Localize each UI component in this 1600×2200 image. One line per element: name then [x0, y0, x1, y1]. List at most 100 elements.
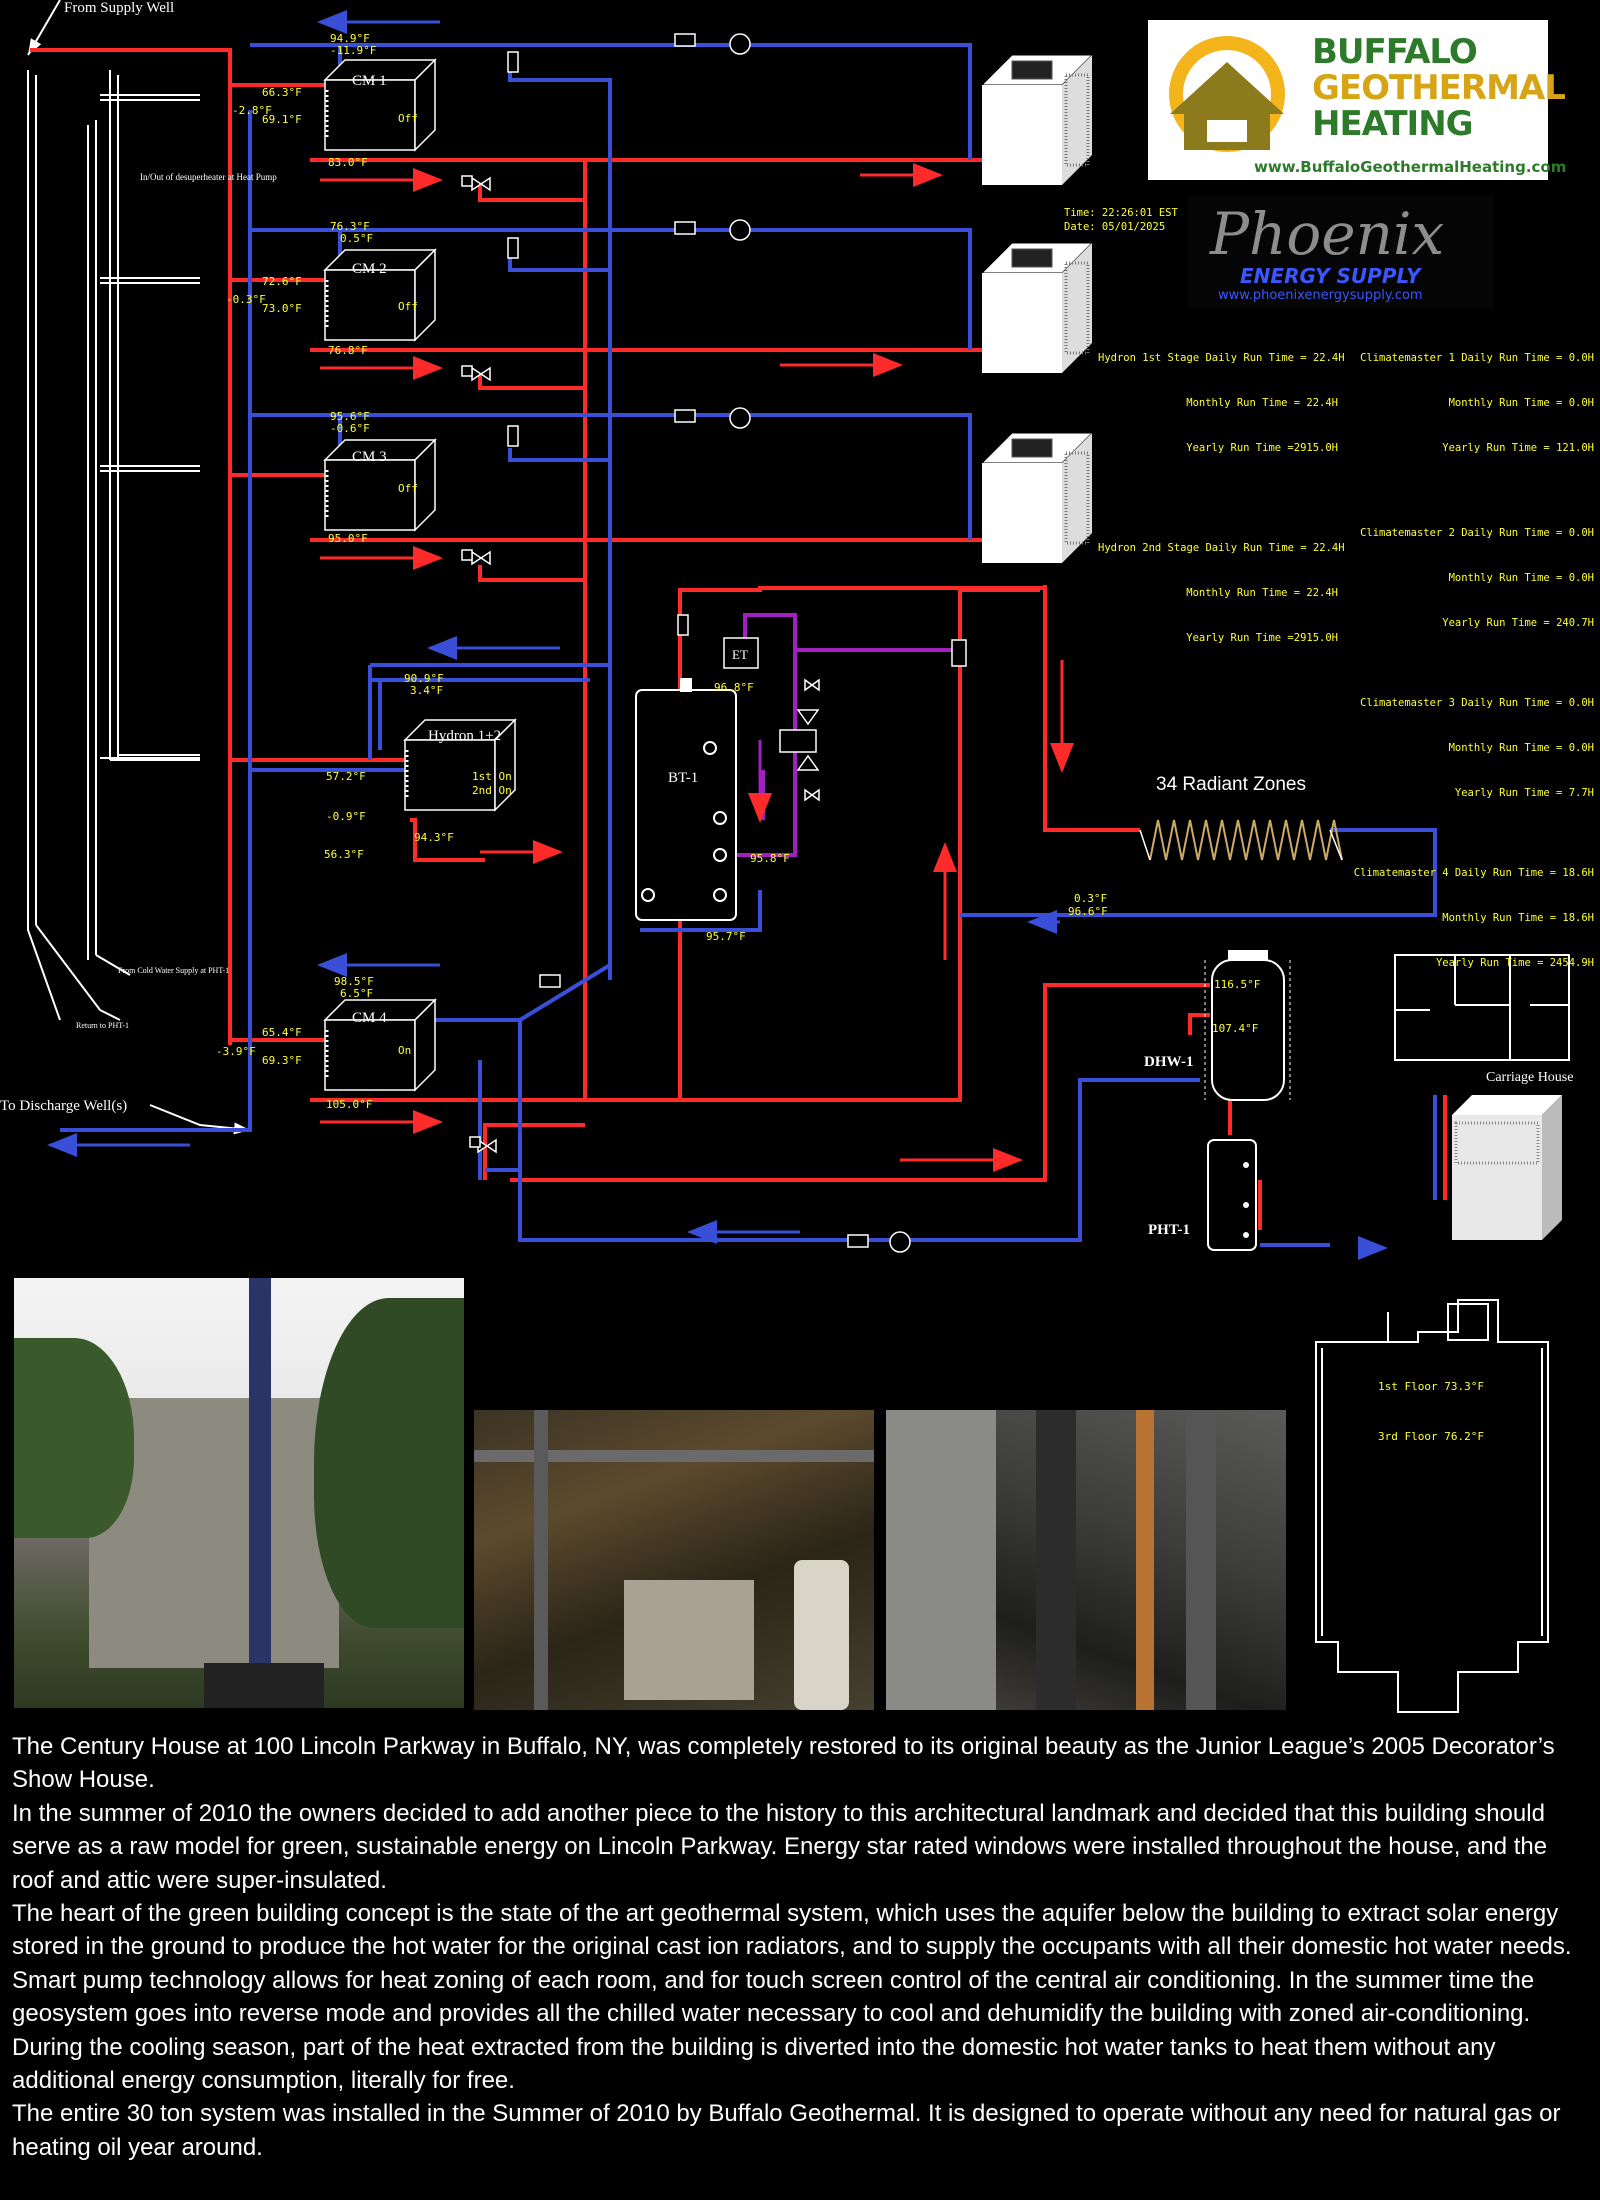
cold-supply-label: From Cold Water Supply at PHT-1: [118, 966, 229, 975]
status-time: Time: 22:26:01 EST: [1064, 207, 1178, 219]
carriage-house-plan: [1394, 954, 1570, 1061]
monthly-label: Monthly Run Time =: [1186, 587, 1301, 599]
return-pht-label: Return to PHT-1: [76, 1021, 129, 1030]
hydron1-label: Hydron 1st Stage Daily Run Time =: [1098, 352, 1307, 364]
cm4-temp-top1: 98.5°F: [334, 975, 374, 988]
cm3-temp-top2: -0.6°F: [330, 422, 370, 435]
buffalo-logo-line1: BUFFALO: [1312, 32, 1478, 72]
bt1-temp-mid: 95.8°F: [750, 852, 790, 865]
cm4-rt-label: Climatemaster 4 Daily Run Time =: [1353, 867, 1557, 879]
floor1-temp: 1st Floor 73.3°F: [1378, 1380, 1484, 1393]
mechanical-room-photo-2: [886, 1410, 1286, 1710]
monthly-label: Monthly Run Time =: [1448, 742, 1563, 754]
bt1-label: BT-1: [668, 770, 698, 786]
bt1-temp-top: 96.8°F: [714, 681, 754, 694]
expansion-tank: [723, 637, 759, 669]
pipe-vertical: [1036, 1410, 1076, 1710]
cm1-label: CM 1: [352, 73, 387, 89]
cm1-temp-top2: -11.9°F: [330, 44, 376, 57]
cm1-rt-daily: 0.0H: [1568, 352, 1594, 364]
cm4-temp-top2: 6.5°F: [340, 987, 373, 1000]
cm2-temp-left: -0.3°F: [226, 293, 266, 306]
metal-panel: [886, 1410, 996, 1710]
pht-label: PHT-1: [1148, 1222, 1190, 1238]
hydron2-label: Hydron 2nd Stage Daily Run Time =: [1098, 542, 1307, 554]
cm2-rt-daily: 0.0H: [1568, 527, 1594, 539]
cm4-temp-out: 105.0°F: [326, 1098, 372, 1111]
hydron-temp-top1: 90.9°F: [404, 672, 444, 685]
dhw-temp-mid: 107.4°F: [1212, 1022, 1258, 1035]
discharge-well-label: To Discharge Well(s): [0, 1098, 127, 1114]
cm1-temp-in1: 66.3°F: [262, 86, 302, 99]
drill-rig-base: [204, 1663, 324, 1708]
hydron2-daily: 22.4H: [1312, 542, 1345, 554]
bt1-temp-bot: 95.7°F: [706, 930, 746, 943]
buffalo-url[interactable]: www.BuffaloGeothermalHeating.com: [1254, 158, 1567, 176]
cm2-rt-monthly: 0.0H: [1568, 572, 1594, 584]
pipe: [474, 1450, 874, 1462]
cm1-temp-left: -2.8°F: [232, 104, 272, 117]
description-paragraph: The heart of the green building concept …: [12, 1900, 1572, 2095]
hydron-temp-out: 94.3°F: [414, 831, 454, 844]
drill-mast: [249, 1278, 271, 1678]
copper-pipe: [1136, 1410, 1154, 1710]
cm3-rt-label: Climatemaster 3 Daily Run Time =: [1360, 697, 1563, 709]
sun-house-icon: [1169, 36, 1285, 152]
cm-runtime-block: Climatemaster 1 Daily Run Time = 0.0H Mo…: [1352, 321, 1594, 986]
description-text: The Century House at 100 Lincoln Parkway…: [12, 1730, 1592, 2164]
supply-well-label: From Supply Well: [64, 0, 174, 16]
hydron1-daily: 22.4H: [1312, 352, 1345, 364]
supply-piping-red: [30, 48, 1447, 1230]
cm3-temp-top1: 95.6°F: [330, 410, 370, 423]
et-label: ET: [732, 647, 748, 662]
cm2-temp-top1: 76.3°F: [330, 220, 370, 233]
cm2-temp-out: 76.8°F: [328, 344, 368, 357]
hydron-runtime-block: Hydron 1st Stage Daily Run Time = 22.4H …: [1098, 352, 1345, 644]
cm4-temp-in1: 65.4°F: [262, 1026, 302, 1039]
cm1-status: Off: [398, 112, 418, 125]
cm4-status: On: [398, 1044, 411, 1057]
cm2-label: CM 2: [352, 261, 387, 277]
radiant-temp-1: 0.3°F: [1074, 892, 1107, 905]
radiant-label: 34 Radiant Zones: [1156, 774, 1306, 795]
phoenix-url[interactable]: www.phoenixenergysupply.com: [1218, 288, 1423, 303]
hydron-temp-in: 57.2°F: [326, 770, 366, 783]
cm3-label: CM 3: [352, 449, 387, 465]
hydron1-yearly: =2915.0H: [1287, 442, 1338, 454]
cm3-temp-out: 95.0°F: [328, 532, 368, 545]
flow-arrows: [47, 10, 1388, 1260]
cm2-status: Off: [398, 300, 418, 313]
monthly-label: Monthly Run Time =: [1448, 397, 1563, 409]
hydron-temp-left: -0.9°F: [326, 810, 366, 823]
water-heater: [794, 1560, 849, 1710]
cm4-temp-left: -3.9°F: [216, 1045, 256, 1058]
tree-shape: [314, 1298, 464, 1628]
hydron1-monthly: 22.4H: [1306, 397, 1338, 409]
radiant-zones-coil: [1139, 819, 1343, 861]
hydron2-yearly: =2915.0H: [1287, 632, 1338, 644]
cm2-temp-in2: 73.0°F: [262, 302, 302, 315]
carriage-house-unit: [1452, 1095, 1562, 1240]
hydron-temp-in2: 56.3°F: [324, 848, 364, 861]
yearly-label: Yearly Run Time =: [1454, 787, 1563, 799]
dhw-temp-top: 116.5°F: [1214, 978, 1260, 991]
phoenix-sub: ENERGY SUPPLY: [1240, 264, 1421, 288]
cm4-rt-yearly: 2454.9H: [1549, 957, 1594, 969]
equipment-box: [624, 1580, 754, 1700]
outdoor-unit-3: [980, 431, 1094, 565]
cm1-rt-yearly: 121.0H: [1556, 442, 1594, 454]
phoenix-name: Phoenix: [1210, 200, 1445, 268]
valve-symbols: [461, 33, 967, 1253]
hydron-temp-top2: 3.4°F: [410, 684, 443, 697]
outdoor-unit-1: [980, 53, 1094, 187]
return-piping-blue: [60, 43, 1437, 1247]
status-date: Date: 05/01/2025: [1064, 221, 1166, 233]
monthly-label: Monthly Run Time =: [1448, 572, 1563, 584]
buffer-tank-bt1: [635, 678, 737, 921]
floor3-temp: 3rd Floor 76.2°F: [1378, 1430, 1484, 1443]
cm1-temp-in2: 69.1°F: [262, 113, 302, 126]
drilling-rig-photo: [14, 1278, 464, 1708]
cm1-temp-top1: 94.9°F: [330, 32, 370, 45]
hydron-stage1: 1st On: [472, 770, 512, 783]
main-house-floorplan: 1st Floor 73.3°F 3rd Floor 76.2°F: [1315, 1299, 1549, 1713]
